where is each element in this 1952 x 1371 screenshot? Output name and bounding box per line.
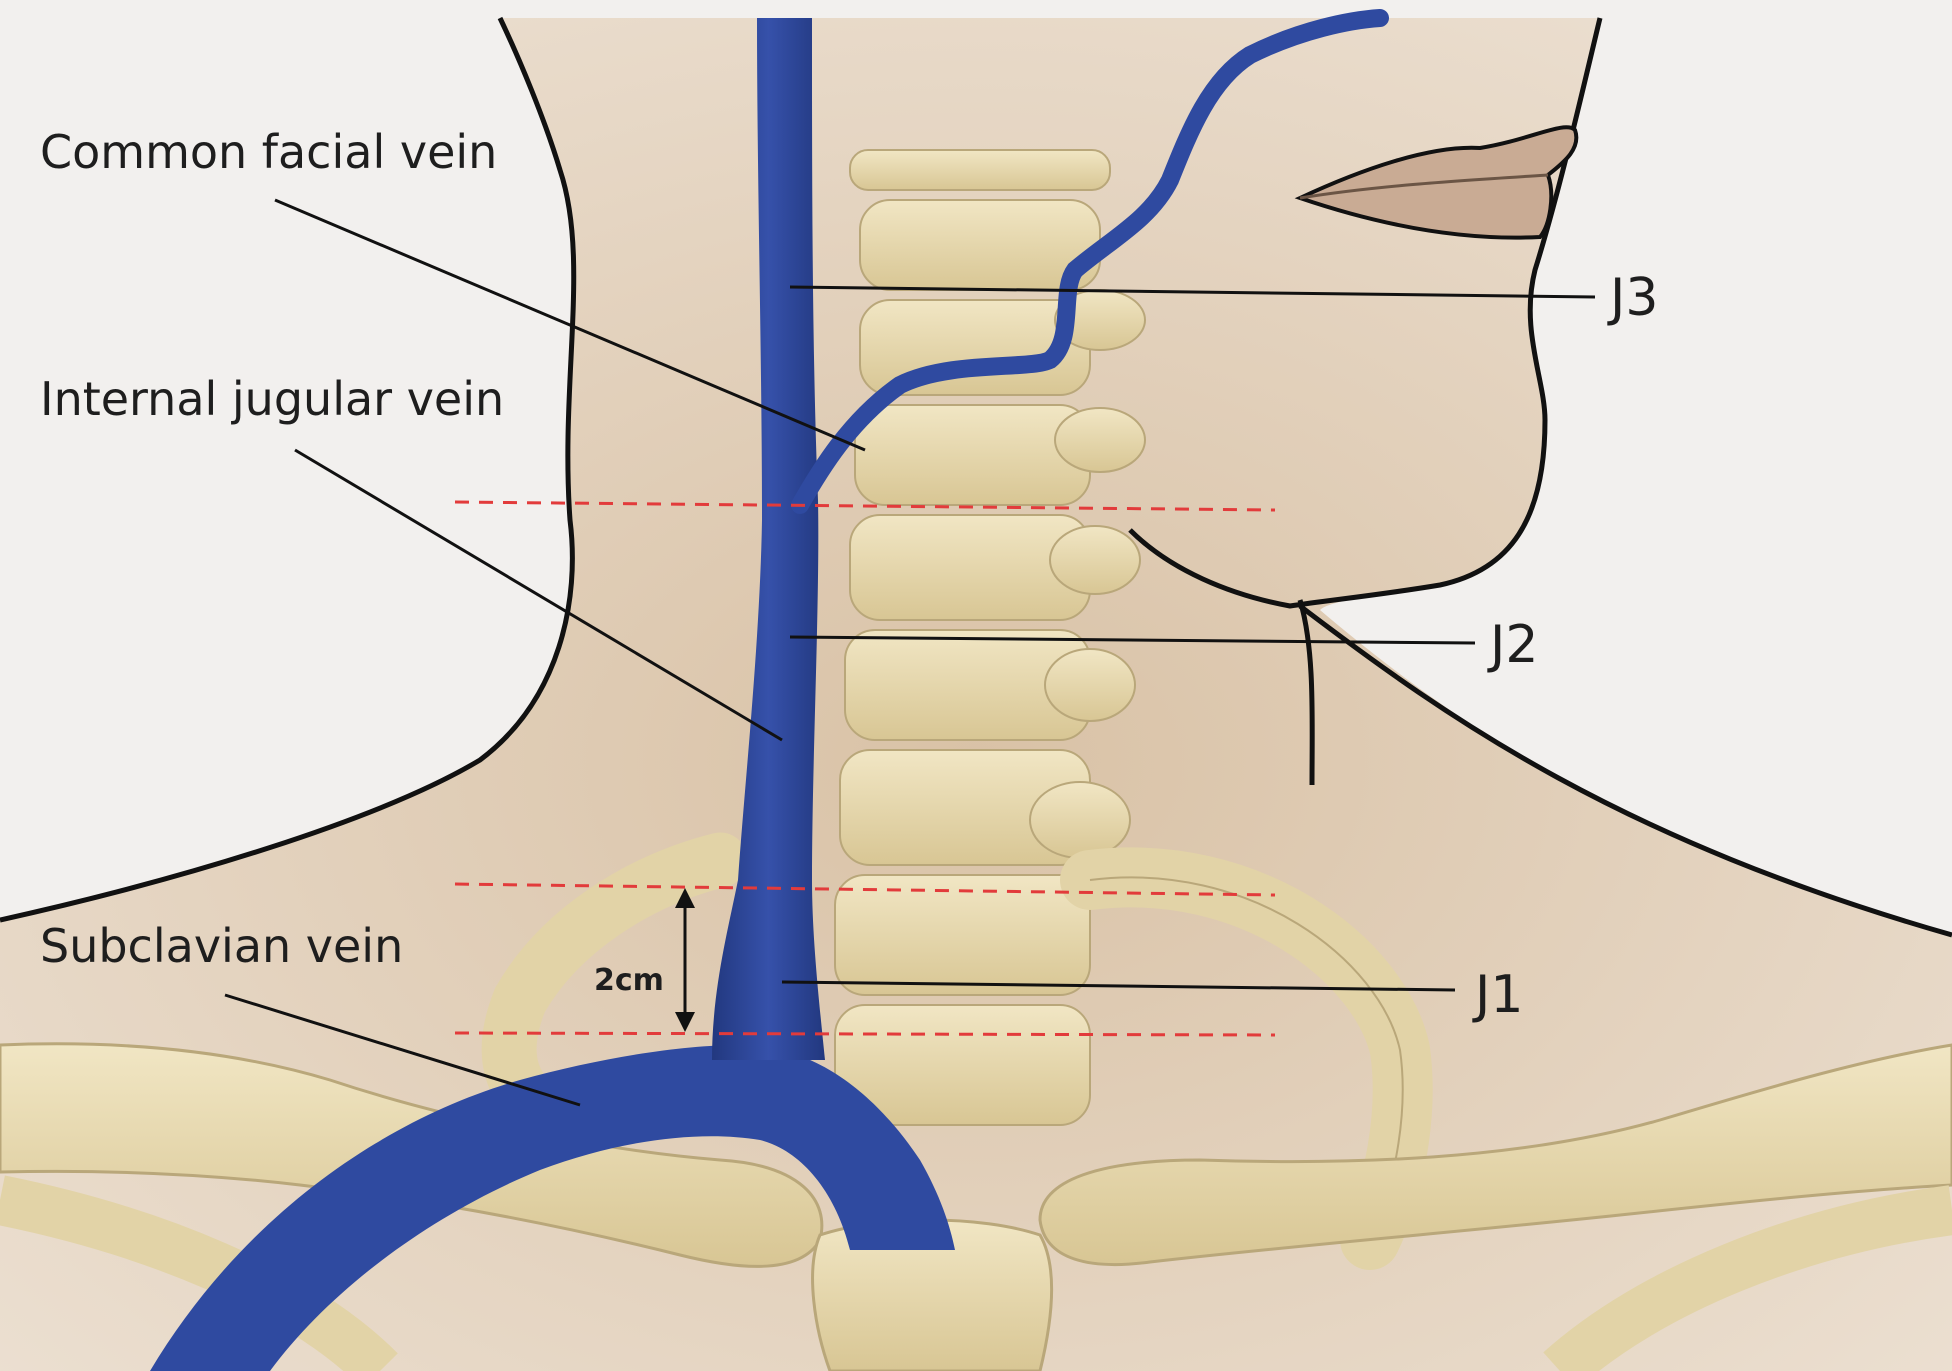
- chin-crease: [1297, 599, 1315, 786]
- second-rib-left: [0, 1175, 398, 1371]
- level-line-lower: [454, 1031, 1276, 1037]
- cervical-spine: [834, 149, 1146, 1126]
- neck-outline-right: [1298, 604, 1952, 938]
- leader-common-facial-vein: [274, 198, 866, 452]
- leader-j2: [789, 635, 1476, 645]
- leader-lines: [224, 198, 1596, 1107]
- label-internal-jugular-vein: Internal jugular vein: [40, 372, 504, 426]
- level-line-upper: [454, 500, 1276, 512]
- leader-internal-jugular-vein: [294, 448, 783, 742]
- label-j2: J2: [1487, 615, 1538, 675]
- label-j3: J3: [1607, 268, 1658, 328]
- face-outline: [1128, 17, 1603, 609]
- level-lines: [454, 500, 1276, 1037]
- subclavian-vein-shape: [150, 1045, 955, 1371]
- leader-subclavian-vein: [224, 993, 581, 1107]
- label-subclavian-vein: Subclavian vein: [40, 919, 403, 973]
- neck-outline-left: [0, 16, 577, 923]
- label-j1: J1: [1472, 965, 1523, 1025]
- distance-arrow: [675, 888, 695, 1032]
- clavicle-right: [1038, 1043, 1952, 1267]
- leader-j1: [781, 980, 1456, 992]
- internal-jugular-vein-shape: [712, 18, 825, 1060]
- common-facial-vein-shape: [791, 9, 1389, 514]
- first-rib-left: [481, 832, 748, 1128]
- leader-j3: [789, 285, 1596, 299]
- lip-line: [1299, 173, 1549, 200]
- level-line-middle: [454, 882, 1276, 897]
- label-distance: 2cm: [594, 963, 664, 998]
- veins: [150, 9, 1389, 1371]
- second-rib-right: [1543, 1185, 1952, 1371]
- label-common-facial-vein: Common facial vein: [40, 125, 497, 179]
